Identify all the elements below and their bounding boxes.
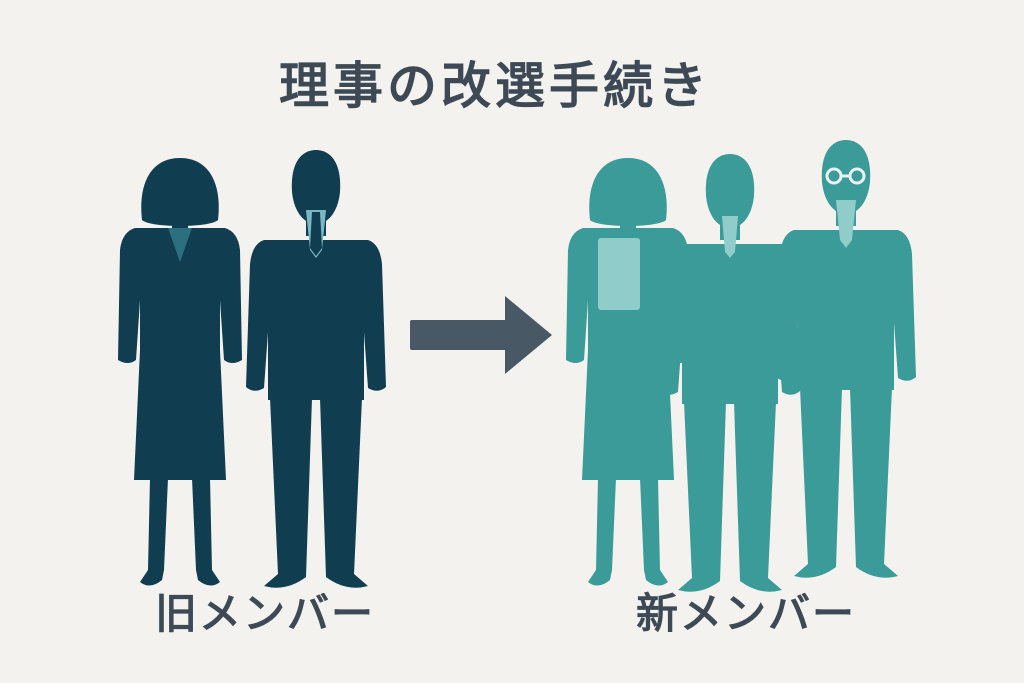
- new-members-group: [566, 140, 916, 592]
- page-title: 理事の改選手続き: [279, 57, 711, 115]
- document-icon: [598, 238, 640, 310]
- old-members-group: [118, 150, 386, 588]
- old-members-label: 旧メンバー: [155, 589, 376, 638]
- new-member-man-glasses: [776, 140, 916, 578]
- old-member-man: [246, 150, 386, 588]
- right-arrow-icon: [410, 296, 552, 374]
- new-members-label: 新メンバー: [636, 589, 857, 638]
- glasses-icon: [825, 167, 866, 185]
- new-member-man-center: [660, 154, 800, 592]
- new-member-woman: [566, 158, 690, 586]
- old-member-woman: [118, 158, 242, 586]
